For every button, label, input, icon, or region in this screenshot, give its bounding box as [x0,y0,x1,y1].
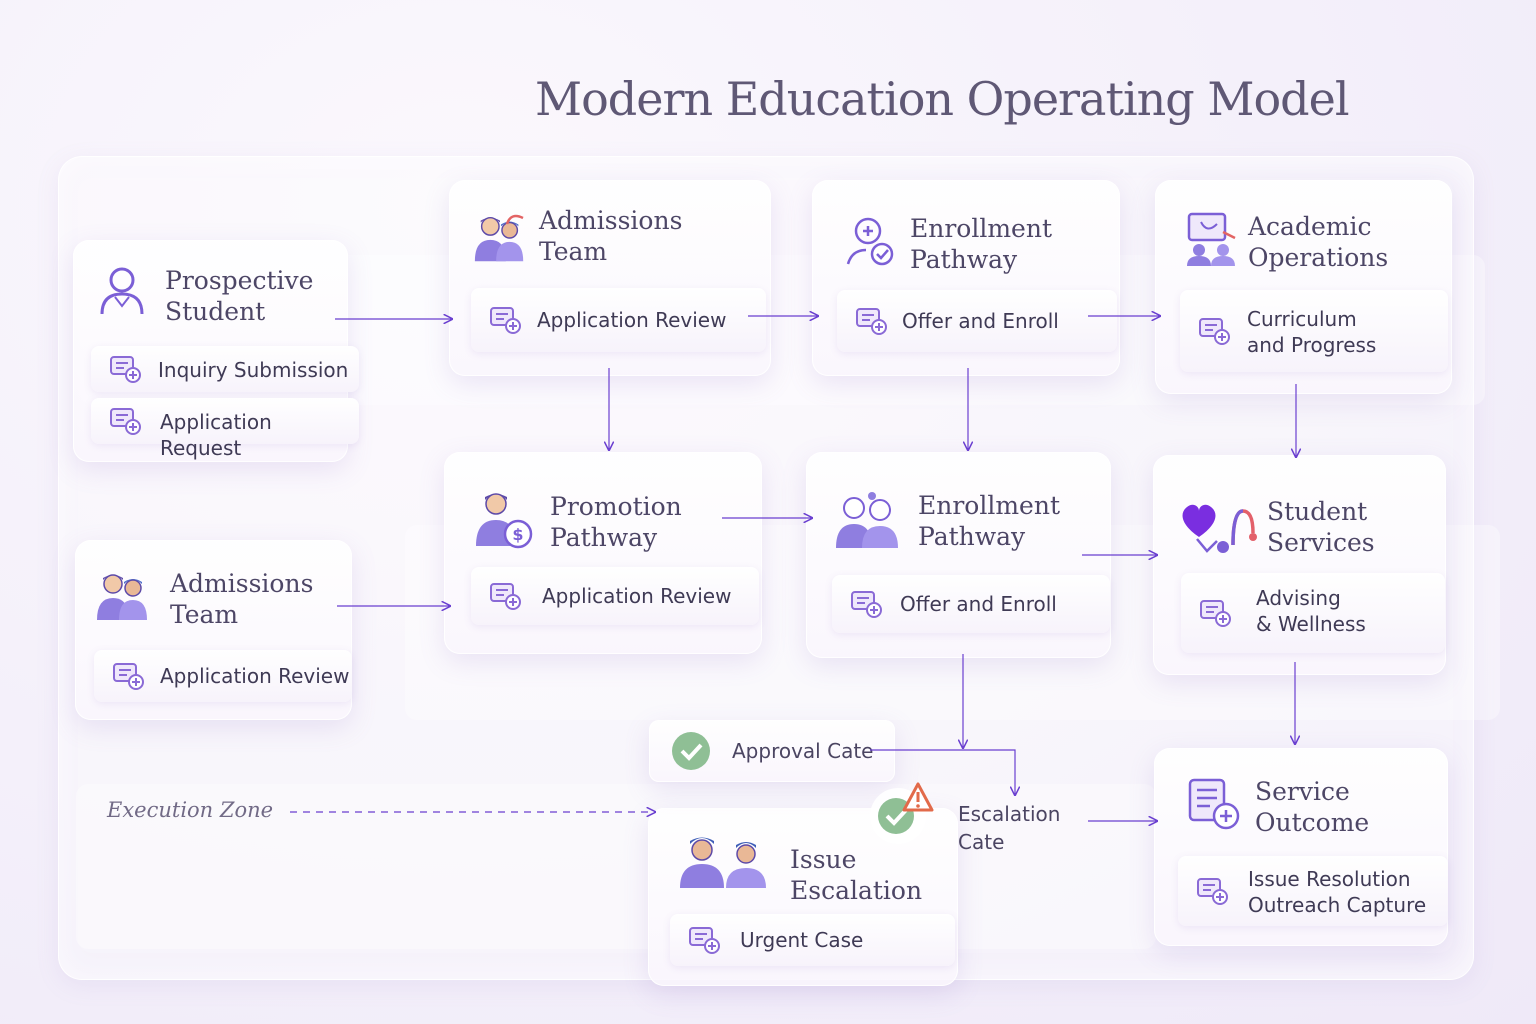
application-review-item[interactable]: Application Review [471,288,766,352]
page-title: Modern Education Operating Model [535,72,1350,126]
advisor-dollar-icon: $ [476,493,533,549]
team-group-icon [836,492,898,548]
item-label: Advising & Wellness [1256,586,1366,636]
item-label: Application Request [160,410,272,460]
card-title: Prospective Student [165,266,314,326]
card-title: Issue Escalation [790,845,923,905]
card-title: Admissions Team [539,206,683,266]
card-title: Admissions Team [170,569,314,629]
advising-wellness-item[interactable]: Advising & Wellness [1181,573,1445,653]
card-admissions-team-mid[interactable]: Admissions Team Application Review [75,540,352,720]
card-title: Enrollment Pathway [910,214,1052,274]
card-service-outcome[interactable]: Service Outcome Issue Resolution Outreac… [1154,748,1448,946]
approval-gate[interactable]: Approval Cate [649,720,895,782]
item-label: Application Review [537,308,727,332]
user-icon [100,267,144,315]
teacher-board-icon [1187,212,1236,266]
offer-and-enroll-item[interactable]: Offer and Enroll [837,290,1117,352]
item-label: Curriculum and Progress [1247,307,1377,357]
card-enrollment-pathway-top[interactable]: Enrollment Pathway Offer and Enroll [812,180,1120,376]
connector-arrow [870,749,1015,795]
item-label: Offer and Enroll [900,592,1057,616]
inquiry-submission-item[interactable]: Inquiry Submission [91,346,359,392]
escalation-warning-icon [870,782,934,844]
escalation-team-icon [680,837,766,888]
item-label: Issue Resolution Outreach Capture [1248,867,1427,917]
heart-stethoscope-icon [1182,504,1257,553]
card-promotion-pathway[interactable]: $ Promotion Pathway Application Review [444,452,762,654]
check-circle-icon [672,732,710,770]
item-label: Offer and Enroll [902,309,1059,333]
item-label: Urgent Case [740,928,864,952]
card-student-services[interactable]: Student Services Advising & Wellness [1153,455,1446,675]
application-review-item[interactable]: Application Review [471,567,759,625]
staff-headset-icon [471,214,529,266]
card-title: Service Outcome [1255,777,1370,837]
svg-text:$: $ [512,525,523,544]
application-review-item[interactable]: Application Review [94,650,352,702]
card-admissions-team-top[interactable]: Admissions Team Application Review [449,180,771,376]
application-request-item[interactable]: Application Request [91,398,359,460]
urgent-case-item[interactable]: Urgent Case [670,914,955,966]
card-title: Enrollment Pathway [918,491,1060,551]
card-academic-operations[interactable]: Academic Operations Curriculum and Progr… [1155,180,1452,394]
document-outcome-icon [1188,778,1240,830]
card-enrollment-pathway-mid[interactable]: Enrollment Pathway Offer and Enroll [806,452,1111,658]
item-label: Application Review [160,664,350,688]
issue-resolution-item[interactable]: Issue Resolution Outreach Capture [1178,856,1448,926]
approval-gate-label: Approval Cate [732,739,874,763]
execution-zone-label: Execution Zone [107,798,274,822]
offer-and-enroll-item[interactable]: Offer and Enroll [832,575,1110,633]
enrollment-check-icon [846,217,894,266]
item-label: Application Review [542,584,732,608]
curriculum-progress-item[interactable]: Curriculum and Progress [1180,290,1448,372]
escalation-gate-label: Escalation Cate [958,802,1061,854]
item-label: Inquiry Submission [158,358,349,382]
card-title: Promotion Pathway [550,492,682,552]
card-title: Student Services [1267,497,1375,557]
card-issue-escalation[interactable]: Issue Escalation Urgent Case [648,808,958,986]
card-title: Academic Operations [1248,212,1389,272]
